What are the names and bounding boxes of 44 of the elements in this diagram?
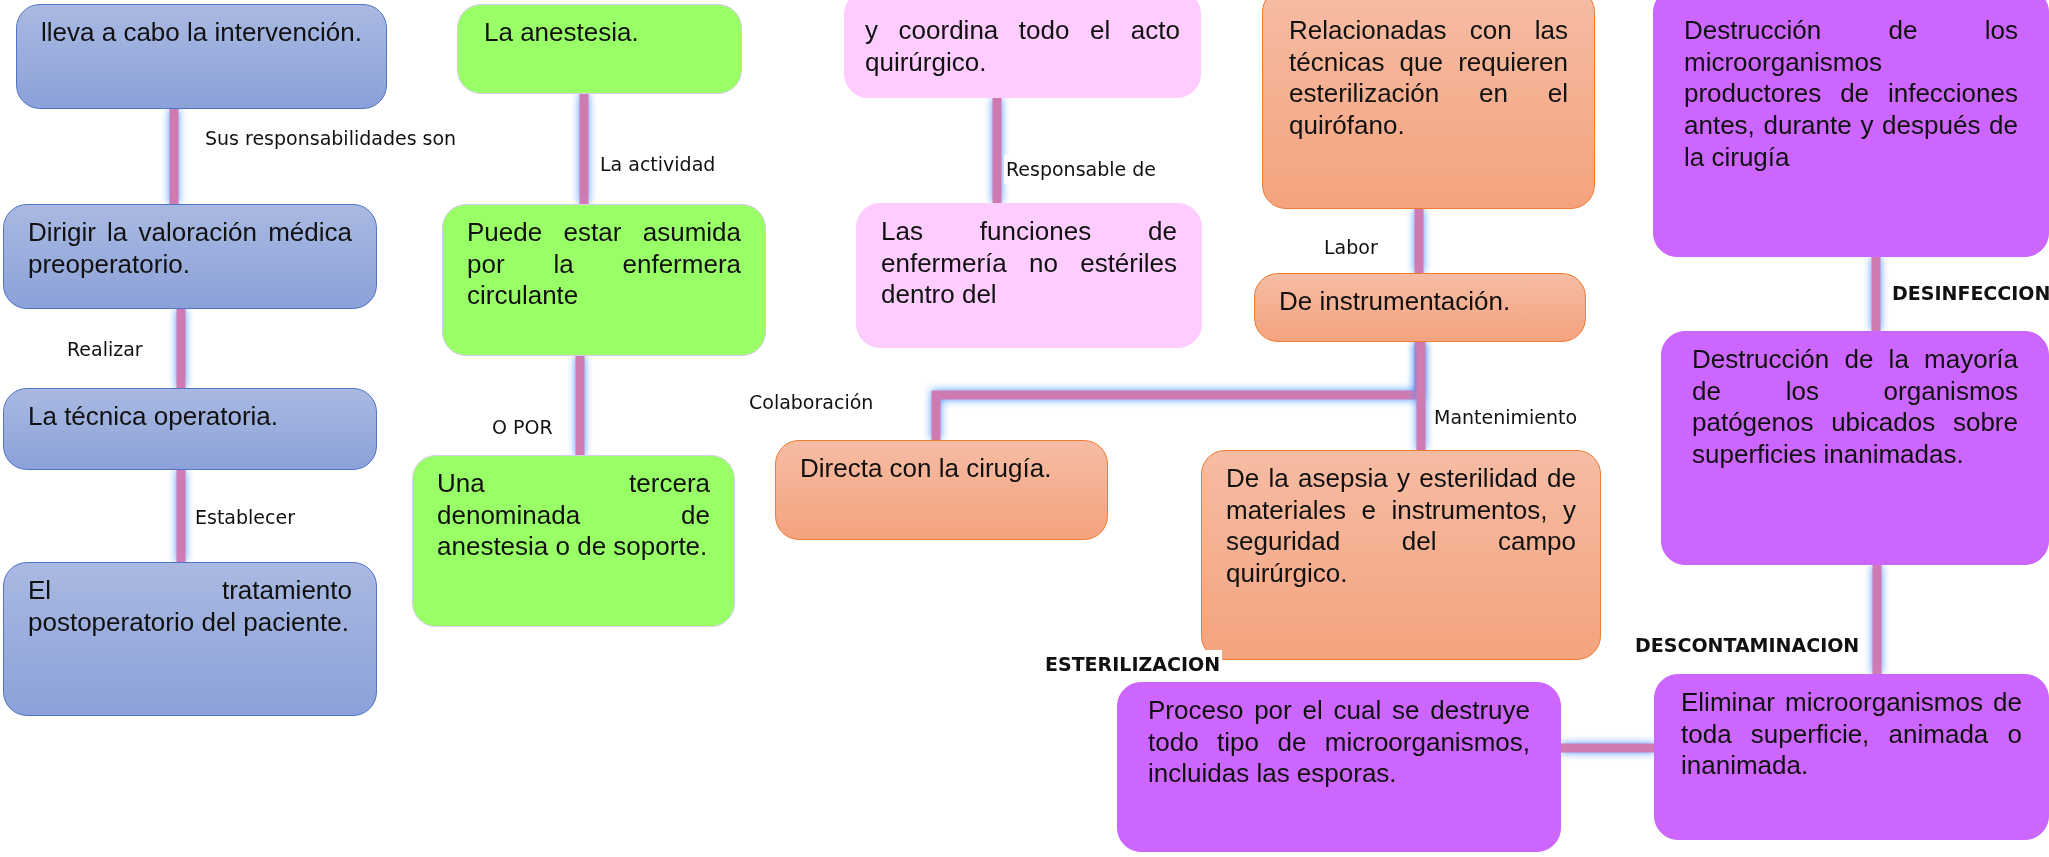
node-text: Relacionadas con las técnicas que requieren esterilización en el quirófano. bbox=[1289, 15, 1568, 142]
concept-box bbox=[1117, 682, 1561, 852]
concept-box bbox=[1661, 331, 2049, 565]
connector-line bbox=[575, 356, 585, 455]
node-text: lleva a cabo la intervención. bbox=[41, 17, 362, 49]
concept-box bbox=[1653, 0, 2049, 257]
node-text: Las funciones de enfermería no estériles dentro del bbox=[881, 216, 1177, 312]
concept-box bbox=[1654, 674, 2049, 840]
node-text: El tratamiento postoperatorio del paciente. bbox=[28, 575, 352, 639]
connector-line bbox=[176, 309, 186, 388]
node-text: De la asepsia y esterilidad de materiales e instrumentos, y seguridad del campo quirúrgico. bbox=[1226, 463, 1576, 590]
concept-box bbox=[3, 562, 377, 716]
node-text: La anestesia. bbox=[484, 17, 640, 49]
node-text: De instrumentación. bbox=[1279, 286, 1512, 318]
node-text: Dirigir la valoración médica preoperatorio. bbox=[28, 217, 352, 281]
connector-line bbox=[1416, 342, 1426, 450]
concept-box bbox=[1254, 273, 1586, 342]
node-text: y coordina todo el acto quirúrgico. bbox=[865, 15, 1180, 79]
concept-box bbox=[775, 440, 1108, 540]
concept-box bbox=[442, 204, 766, 356]
node-text: Destrucción de la mayoría de los organismos patógenos ubicados sobre superficies inanimadas. bbox=[1692, 344, 2018, 471]
node-text: Eliminar microorganismos de toda superficie, animada o inanimada. bbox=[1681, 687, 2022, 783]
connector-line bbox=[169, 109, 179, 204]
node-text: Destrucción de los microorganismos productores de infecciones antes, durante y después de la cirugía bbox=[1684, 15, 2018, 174]
node-text: Proceso por el cual se destruye todo tipo de microorganismos, incluidas las esporas. bbox=[1148, 695, 1530, 791]
concept-box bbox=[844, 0, 1201, 98]
connector-line bbox=[1414, 209, 1424, 273]
concept-box bbox=[856, 203, 1202, 348]
connector-line bbox=[1872, 565, 1882, 674]
connector-line bbox=[176, 470, 186, 562]
concept-box bbox=[457, 4, 742, 94]
node-text: Una tercera denominada de anestesia o de soporte. bbox=[437, 468, 710, 564]
node-text: Puede estar asumida por la enfermera circulante bbox=[467, 217, 741, 313]
connector-line bbox=[579, 94, 589, 204]
node-text: Directa con la cirugía. bbox=[800, 453, 1053, 485]
concept-box bbox=[3, 204, 377, 309]
concept-box bbox=[3, 388, 377, 470]
concept-box bbox=[16, 4, 387, 109]
concept-box bbox=[1262, 0, 1595, 209]
connector-line bbox=[1871, 257, 1881, 331]
concept-box bbox=[412, 455, 735, 627]
node-text: La técnica operatoria. bbox=[28, 401, 280, 433]
connector-line bbox=[992, 98, 1002, 203]
connector-line bbox=[1561, 743, 1654, 753]
